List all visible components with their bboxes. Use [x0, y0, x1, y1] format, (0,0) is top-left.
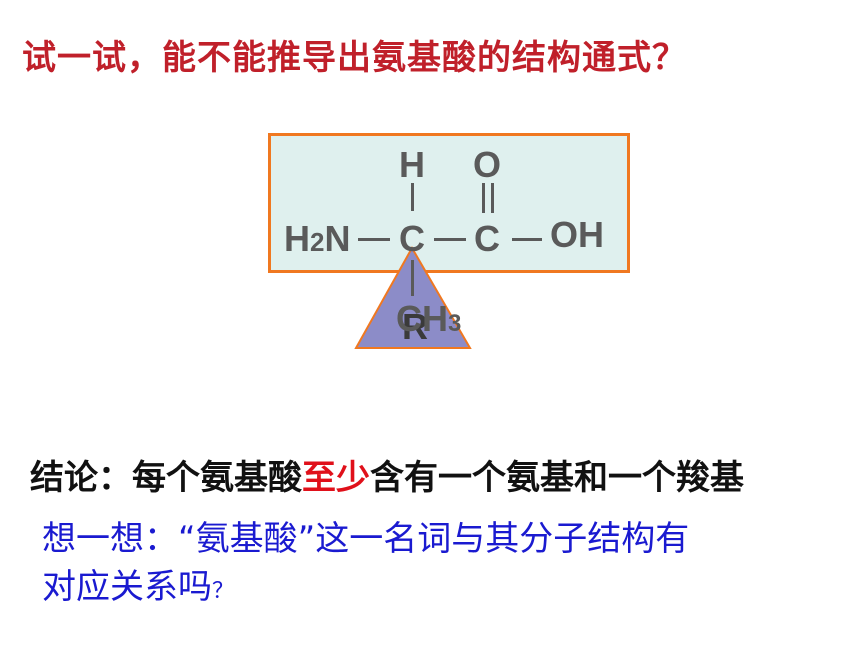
- conclusion-text: 结论：每个氨基酸至少含有一个氨基和一个羧基: [30, 450, 744, 499]
- methyl-ch: CH: [396, 298, 448, 339]
- bond-c-c: [434, 238, 466, 241]
- hydroxyl-group: OH: [550, 214, 604, 255]
- oxygen-top: O: [473, 144, 502, 185]
- think-question-mark: ？: [212, 579, 235, 604]
- conclusion-suffix: 含有一个氨基和一个羧基: [370, 458, 744, 498]
- think-line-1: 想一想：“氨基酸”这一名词与其分子结构有: [42, 519, 690, 559]
- think-line-2-text: 对应关系吗: [42, 567, 212, 607]
- formula-box: [268, 133, 630, 273]
- think-line-2: 对应关系吗？: [42, 563, 832, 616]
- amino-subscript: 2: [310, 227, 325, 257]
- bond-c-r: [411, 260, 414, 296]
- bond-n-c: [358, 238, 390, 241]
- alpha-carbon: C: [399, 218, 425, 259]
- amino-h: H: [284, 218, 310, 259]
- conclusion-prefix: 结论：每个氨基酸: [30, 458, 302, 498]
- carboxyl-carbon: C: [474, 218, 500, 259]
- bond-c-h: [411, 183, 414, 211]
- methyl-group: CH3: [396, 298, 461, 340]
- think-question: 想一想：“氨基酸”这一名词与其分子结构有 对应关系吗？: [42, 515, 832, 616]
- hydrogen-top: H: [399, 144, 425, 185]
- amino-group: H2N: [284, 218, 350, 260]
- bond-c-oh: [512, 238, 542, 241]
- methyl-subscript: 3: [448, 310, 462, 337]
- conclusion-highlight: 至少: [302, 458, 370, 498]
- page-title: 试一试，能不能推导出氨基酸的结构通式？: [22, 38, 687, 78]
- r-group-label: R: [402, 306, 428, 347]
- bond-c-o-2: [491, 183, 494, 213]
- amino-n: N: [324, 218, 351, 259]
- bond-c-o-1: [482, 183, 485, 213]
